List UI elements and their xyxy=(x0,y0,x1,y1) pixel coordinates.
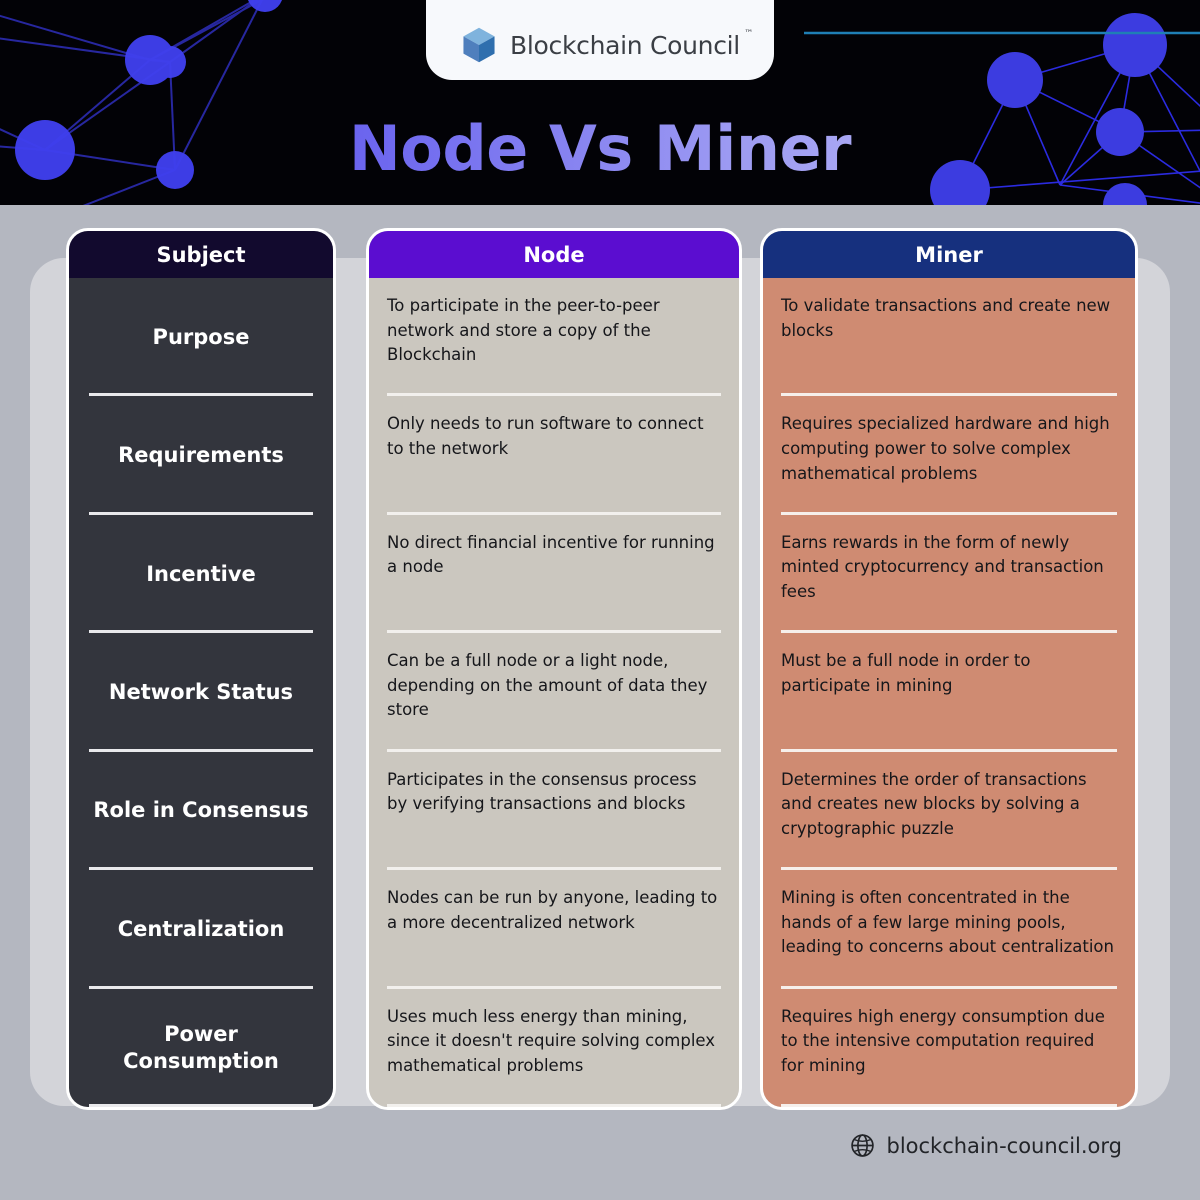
table-row: Requires high energy consumption due to … xyxy=(763,989,1135,1107)
header-banner: Blockchain Council ™ Node Vs Miner xyxy=(0,0,1200,205)
subject-label: Role in Consensus xyxy=(93,798,309,823)
column-header-node: Node xyxy=(369,231,739,278)
node-value: Uses much less energy than mining, since… xyxy=(387,1006,716,1075)
website-url[interactable]: blockchain-council.org xyxy=(886,1133,1122,1158)
table-row: Determines the order of transactions and… xyxy=(763,752,1135,871)
node-value: To participate in the peer-to-peer netwo… xyxy=(387,296,660,365)
miner-value: Mining is often concentrated in the hand… xyxy=(781,888,1114,957)
table-row: To participate in the peer-to-peer netwo… xyxy=(369,278,739,397)
column-body-node: To participate in the peer-to-peer netwo… xyxy=(369,278,739,1107)
table-row: Role in Consensus xyxy=(69,752,333,871)
table-row: Nodes can be run by anyone, leading to a… xyxy=(369,870,739,989)
subject-label: Power Consumption xyxy=(123,1021,279,1073)
table-row: Centralization xyxy=(69,870,333,989)
table-row: Power Consumption xyxy=(69,989,333,1107)
node-value: No direct financial incentive for runnin… xyxy=(387,532,715,577)
table-row: Purpose xyxy=(69,278,333,397)
table-row: Earns rewards in the form of newly minte… xyxy=(763,515,1135,634)
brand-name: Blockchain Council ™ xyxy=(510,29,753,60)
table-row: No direct financial incentive for runnin… xyxy=(369,515,739,634)
miner-value: Determines the order of transactions and… xyxy=(781,769,1087,838)
table-row: Only needs to run software to connect to… xyxy=(369,396,739,516)
table-row: Requirements xyxy=(69,396,333,516)
miner-value: Earns rewards in the form of newly minte… xyxy=(781,532,1104,601)
column-miner: Miner To validate transactions and creat… xyxy=(760,228,1138,1110)
subject-label: Purpose xyxy=(152,324,250,349)
column-node: Node To participate in the peer-to-peer … xyxy=(366,228,742,1110)
column-body-subject: Purpose Requirements Incentive Network S… xyxy=(69,278,333,1107)
column-subject: Subject Purpose Requirements Incentive N… xyxy=(66,228,336,1110)
table-row: To validate transactions and create new … xyxy=(763,278,1135,397)
column-header-miner: Miner xyxy=(763,231,1135,278)
table-row: Participates in the consensus process by… xyxy=(369,752,739,871)
node-value: Only needs to run software to connect to… xyxy=(387,414,704,458)
table-row: Uses much less energy than mining, since… xyxy=(369,989,739,1107)
miner-value: Requires high energy consumption due to … xyxy=(781,1006,1105,1075)
column-body-miner: To validate transactions and create new … xyxy=(763,278,1135,1107)
miner-value: Must be a full node in order to particip… xyxy=(781,651,1031,695)
miner-value: Requires specialized hardware and high c… xyxy=(781,414,1110,483)
subject-label: Incentive xyxy=(146,561,256,586)
node-value: Can be a full node or a light node, depe… xyxy=(387,651,708,720)
miner-value: To validate transactions and create new … xyxy=(781,296,1111,340)
node-value: Nodes can be run by anyone, leading to a… xyxy=(387,888,718,932)
table-row: Must be a full node in order to particip… xyxy=(763,633,1135,753)
brand-logo-panel: Blockchain Council ™ xyxy=(426,0,774,80)
table-row: Mining is often concentrated in the hand… xyxy=(763,870,1135,989)
subject-label: Network Status xyxy=(108,680,294,705)
trademark-symbol: ™ xyxy=(744,28,753,39)
network-graphic xyxy=(0,0,1200,205)
node-value: Participates in the consensus process by… xyxy=(387,769,697,814)
globe-icon xyxy=(851,1134,875,1157)
footer: blockchain-council.org xyxy=(850,1133,1122,1158)
column-header-subject: Subject xyxy=(69,231,333,278)
brand-name-text: Blockchain Council xyxy=(510,30,740,60)
table-row: Network Status xyxy=(69,633,333,753)
subject-label: Requirements xyxy=(118,443,284,468)
subject-label: Centralization xyxy=(117,916,285,941)
table-row: Incentive xyxy=(69,515,333,634)
table-row: Requires specialized hardware and high c… xyxy=(763,396,1135,516)
table-row: Can be a full node or a light node, depe… xyxy=(369,633,739,753)
cube-icon xyxy=(463,27,495,63)
page-title: Node Vs Miner xyxy=(0,112,1200,185)
